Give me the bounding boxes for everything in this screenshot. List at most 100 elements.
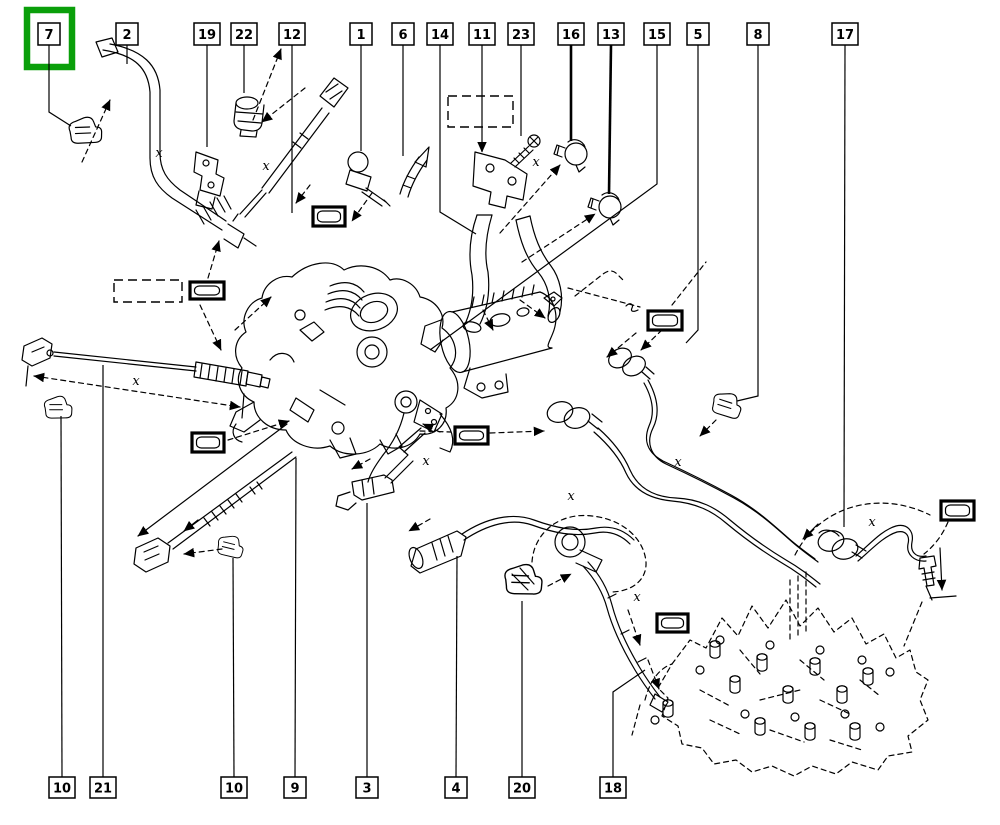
cylinder-head-drawing — [631, 571, 929, 777]
callout-13[interactable]: 13 — [597, 22, 625, 195]
callout-14-box[interactable] — [426, 22, 454, 46]
callout-15[interactable]: 15 — [429, 22, 671, 351]
callout-6-box[interactable] — [391, 22, 415, 46]
callout-7-number: 7 — [44, 28, 53, 43]
callout-2-box[interactable] — [115, 22, 139, 46]
dimension-label-x-1: x — [155, 146, 163, 161]
callout-19-number: 19 — [198, 28, 216, 43]
callout-17-number: 17 — [836, 28, 854, 43]
callout-10a[interactable]: 10 — [48, 415, 76, 799]
callout-23[interactable]: 23 — [507, 22, 535, 136]
callout-11-box[interactable] — [468, 22, 496, 46]
callout-19[interactable]: 19 — [193, 22, 221, 147]
callout-8[interactable]: 8 — [736, 22, 770, 402]
callout-2[interactable]: 2 — [115, 22, 139, 64]
callout-21[interactable]: 21 — [89, 365, 117, 799]
callout-16[interactable]: 16 — [557, 22, 585, 141]
callout-1[interactable]: 1 — [349, 22, 373, 151]
callout-10a-box[interactable] — [48, 776, 76, 799]
sensor-part-3 — [335, 427, 426, 511]
clip-part-10-mid — [216, 534, 245, 559]
callout-12-box[interactable] — [278, 22, 306, 46]
callout-7-box[interactable] — [37, 22, 61, 46]
dimension-label-x-9: x — [633, 590, 641, 605]
callout-20[interactable]: 20 — [508, 601, 536, 799]
callout-17-box[interactable] — [831, 22, 859, 46]
callout-1-box[interactable] — [349, 22, 373, 46]
callout-5-box[interactable] — [686, 22, 710, 46]
callout-8-leader — [736, 45, 759, 402]
callout-13-box[interactable] — [597, 22, 625, 46]
callout-22[interactable]: 22 — [230, 22, 258, 93]
dimension-label-x-6: x — [567, 489, 575, 504]
callout-11[interactable]: 11 — [468, 22, 496, 153]
callout-8-number: 8 — [753, 28, 762, 43]
callout-1-number: 1 — [356, 28, 365, 43]
gasket-symbol-4 — [453, 425, 490, 446]
callout-17-leader — [843, 44, 846, 528]
callout-20-box[interactable] — [508, 776, 536, 799]
callout-23-number: 23 — [512, 28, 530, 43]
callout-19-box[interactable] — [193, 22, 221, 46]
callout-13-number: 13 — [602, 28, 620, 43]
callout-15-box[interactable] — [643, 22, 671, 46]
callout-10b-leader — [232, 557, 235, 778]
gasket-symbol-2 — [190, 431, 226, 454]
callout-5-number: 5 — [693, 28, 702, 43]
callout-5[interactable]: 5 — [685, 22, 710, 344]
dashed-box-2 — [113, 279, 183, 303]
arrow-glyph-part-6 — [399, 146, 430, 198]
callout-4[interactable]: 4 — [444, 555, 468, 799]
oxygen-sensor-part-21 — [21, 337, 271, 389]
clip-part-8 — [699, 390, 744, 437]
callout-7-leader — [48, 45, 72, 127]
callout-13-leader — [607, 44, 613, 195]
callout-16-box[interactable] — [557, 22, 585, 46]
oxygen-sensor-part-17 — [794, 502, 957, 647]
dashed-boxes-layer — [113, 95, 514, 303]
callout-23-box[interactable] — [507, 22, 535, 46]
gasket-symbol-6 — [655, 612, 690, 634]
callout-7[interactable]: 7 — [23, 6, 76, 127]
bracket-part-19 — [193, 151, 225, 210]
dimension-label-x-5: x — [422, 454, 430, 469]
callout-4-leader — [455, 555, 458, 778]
callout-9-leader — [294, 457, 297, 778]
callout-10b-box[interactable] — [220, 776, 248, 799]
callout-8-box[interactable] — [746, 22, 770, 46]
callout-14-number: 14 — [431, 28, 449, 43]
callout-6-number: 6 — [398, 28, 407, 43]
callout-10b[interactable]: 10 — [220, 557, 248, 799]
callout-18[interactable]: 18 — [599, 669, 646, 799]
callout-9[interactable]: 9 — [283, 457, 307, 799]
callout-9-box[interactable] — [283, 776, 307, 799]
reference-arrows — [81, 48, 707, 558]
callout-3-box[interactable] — [355, 776, 379, 799]
callout-10b-number: 10 — [225, 782, 243, 797]
callout-18-box[interactable] — [599, 776, 627, 799]
callout-14[interactable]: 14 — [426, 22, 477, 235]
callout-17[interactable]: 17 — [831, 22, 859, 528]
callout-6[interactable]: 6 — [391, 22, 415, 156]
gasket-symbol-7 — [939, 499, 976, 522]
dimension-label-x-8: x — [868, 515, 876, 530]
callout-18-number: 18 — [604, 782, 622, 797]
callout-4-number: 4 — [451, 782, 460, 797]
sensor-part-18 — [531, 514, 669, 713]
callout-12[interactable]: 12 — [278, 22, 306, 213]
callout-15-leader — [429, 45, 658, 351]
callout-4-box[interactable] — [444, 776, 468, 799]
gasket-symbol-3 — [311, 205, 347, 228]
callout-21-box[interactable] — [89, 776, 117, 799]
gasket-symbol-5 — [646, 309, 684, 332]
dimension-line-21 — [25, 365, 245, 419]
callout-22-box[interactable] — [230, 22, 258, 46]
callout-3[interactable]: 3 — [355, 503, 379, 799]
sensor-part-22 — [233, 96, 265, 138]
clip-part-7 — [67, 114, 104, 148]
bolt-part-23 — [510, 134, 541, 168]
clip-part-10-left — [42, 394, 74, 422]
